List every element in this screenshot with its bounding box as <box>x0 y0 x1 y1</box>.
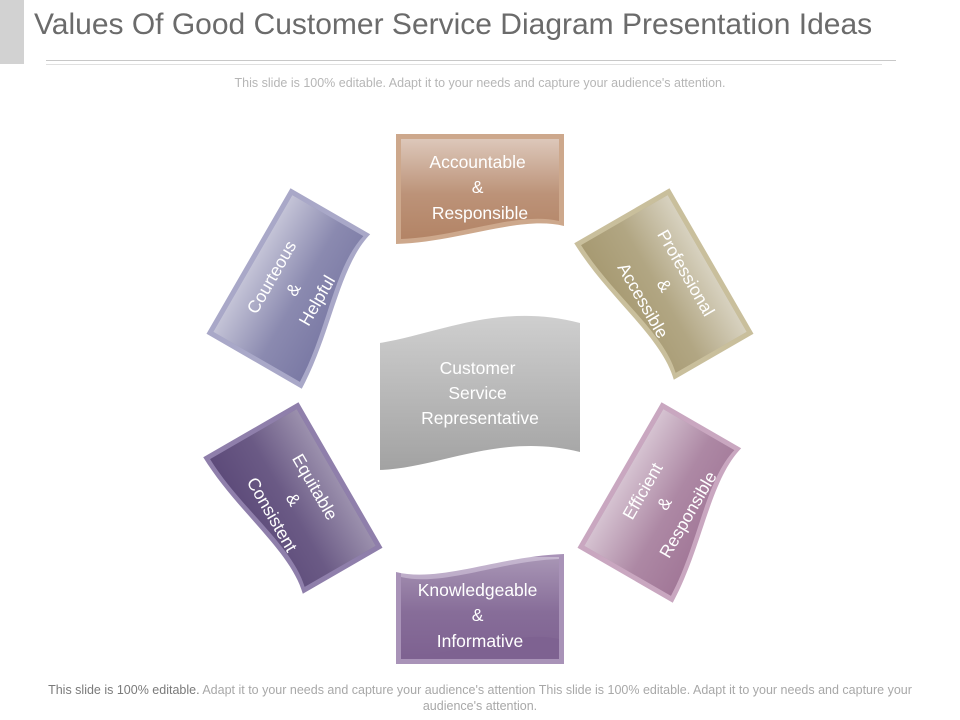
card-courteous-sheen <box>213 195 364 382</box>
center-line-1: Customer <box>440 358 516 378</box>
card-professional: Professional & Accessible <box>574 188 754 380</box>
card-equitable-sheen <box>210 409 376 587</box>
card-knowledgeable-line-1: Knowledgeable <box>418 580 538 600</box>
card-knowledgeable: Knowledgeable & Informative <box>396 554 564 664</box>
title-divider-secondary <box>46 64 882 65</box>
card-accountable-sheen <box>401 139 559 239</box>
card-accountable-line-3: Responsible <box>432 203 528 223</box>
center-line-3: Representative <box>421 408 539 428</box>
page-subtitle: This slide is 100% editable. Adapt it to… <box>234 76 726 90</box>
center-shape: Customer Service Representative <box>380 315 580 470</box>
center-line-2: Service <box>448 383 506 403</box>
card-efficient-sheen <box>584 409 735 596</box>
footer-note-lead: This slide is 100% editable. <box>48 683 200 697</box>
card-courteous: Courteous & Helpful <box>206 188 371 389</box>
card-knowledgeable-line-2: & <box>472 605 484 625</box>
card-efficient: Efficient & Responsible <box>577 402 742 603</box>
page-title: Values Of Good Customer Service Diagram … <box>34 8 873 41</box>
card-accountable-label: Accountable & Responsible <box>429 152 530 223</box>
center-label: Customer Service Representative <box>421 358 539 428</box>
card-accountable-line-1: Accountable <box>429 152 525 172</box>
footer-note: This slide is 100% editable. Adapt it to… <box>20 682 940 714</box>
footer-note-rest: Adapt it to your needs and capture your … <box>199 683 912 713</box>
card-equitable: Equitable & Consistent <box>203 402 383 594</box>
card-knowledgeable-label: Knowledgeable & Informative <box>418 580 543 651</box>
card-accountable-line-2: & <box>472 177 484 197</box>
card-professional-sheen <box>581 195 747 373</box>
title-accent-bar <box>0 0 24 64</box>
title-divider <box>46 60 896 61</box>
card-accountable: Accountable & Responsible <box>396 134 564 244</box>
card-knowledgeable-line-3: Informative <box>437 631 524 651</box>
card-knowledgeable-sheen <box>401 557 559 657</box>
